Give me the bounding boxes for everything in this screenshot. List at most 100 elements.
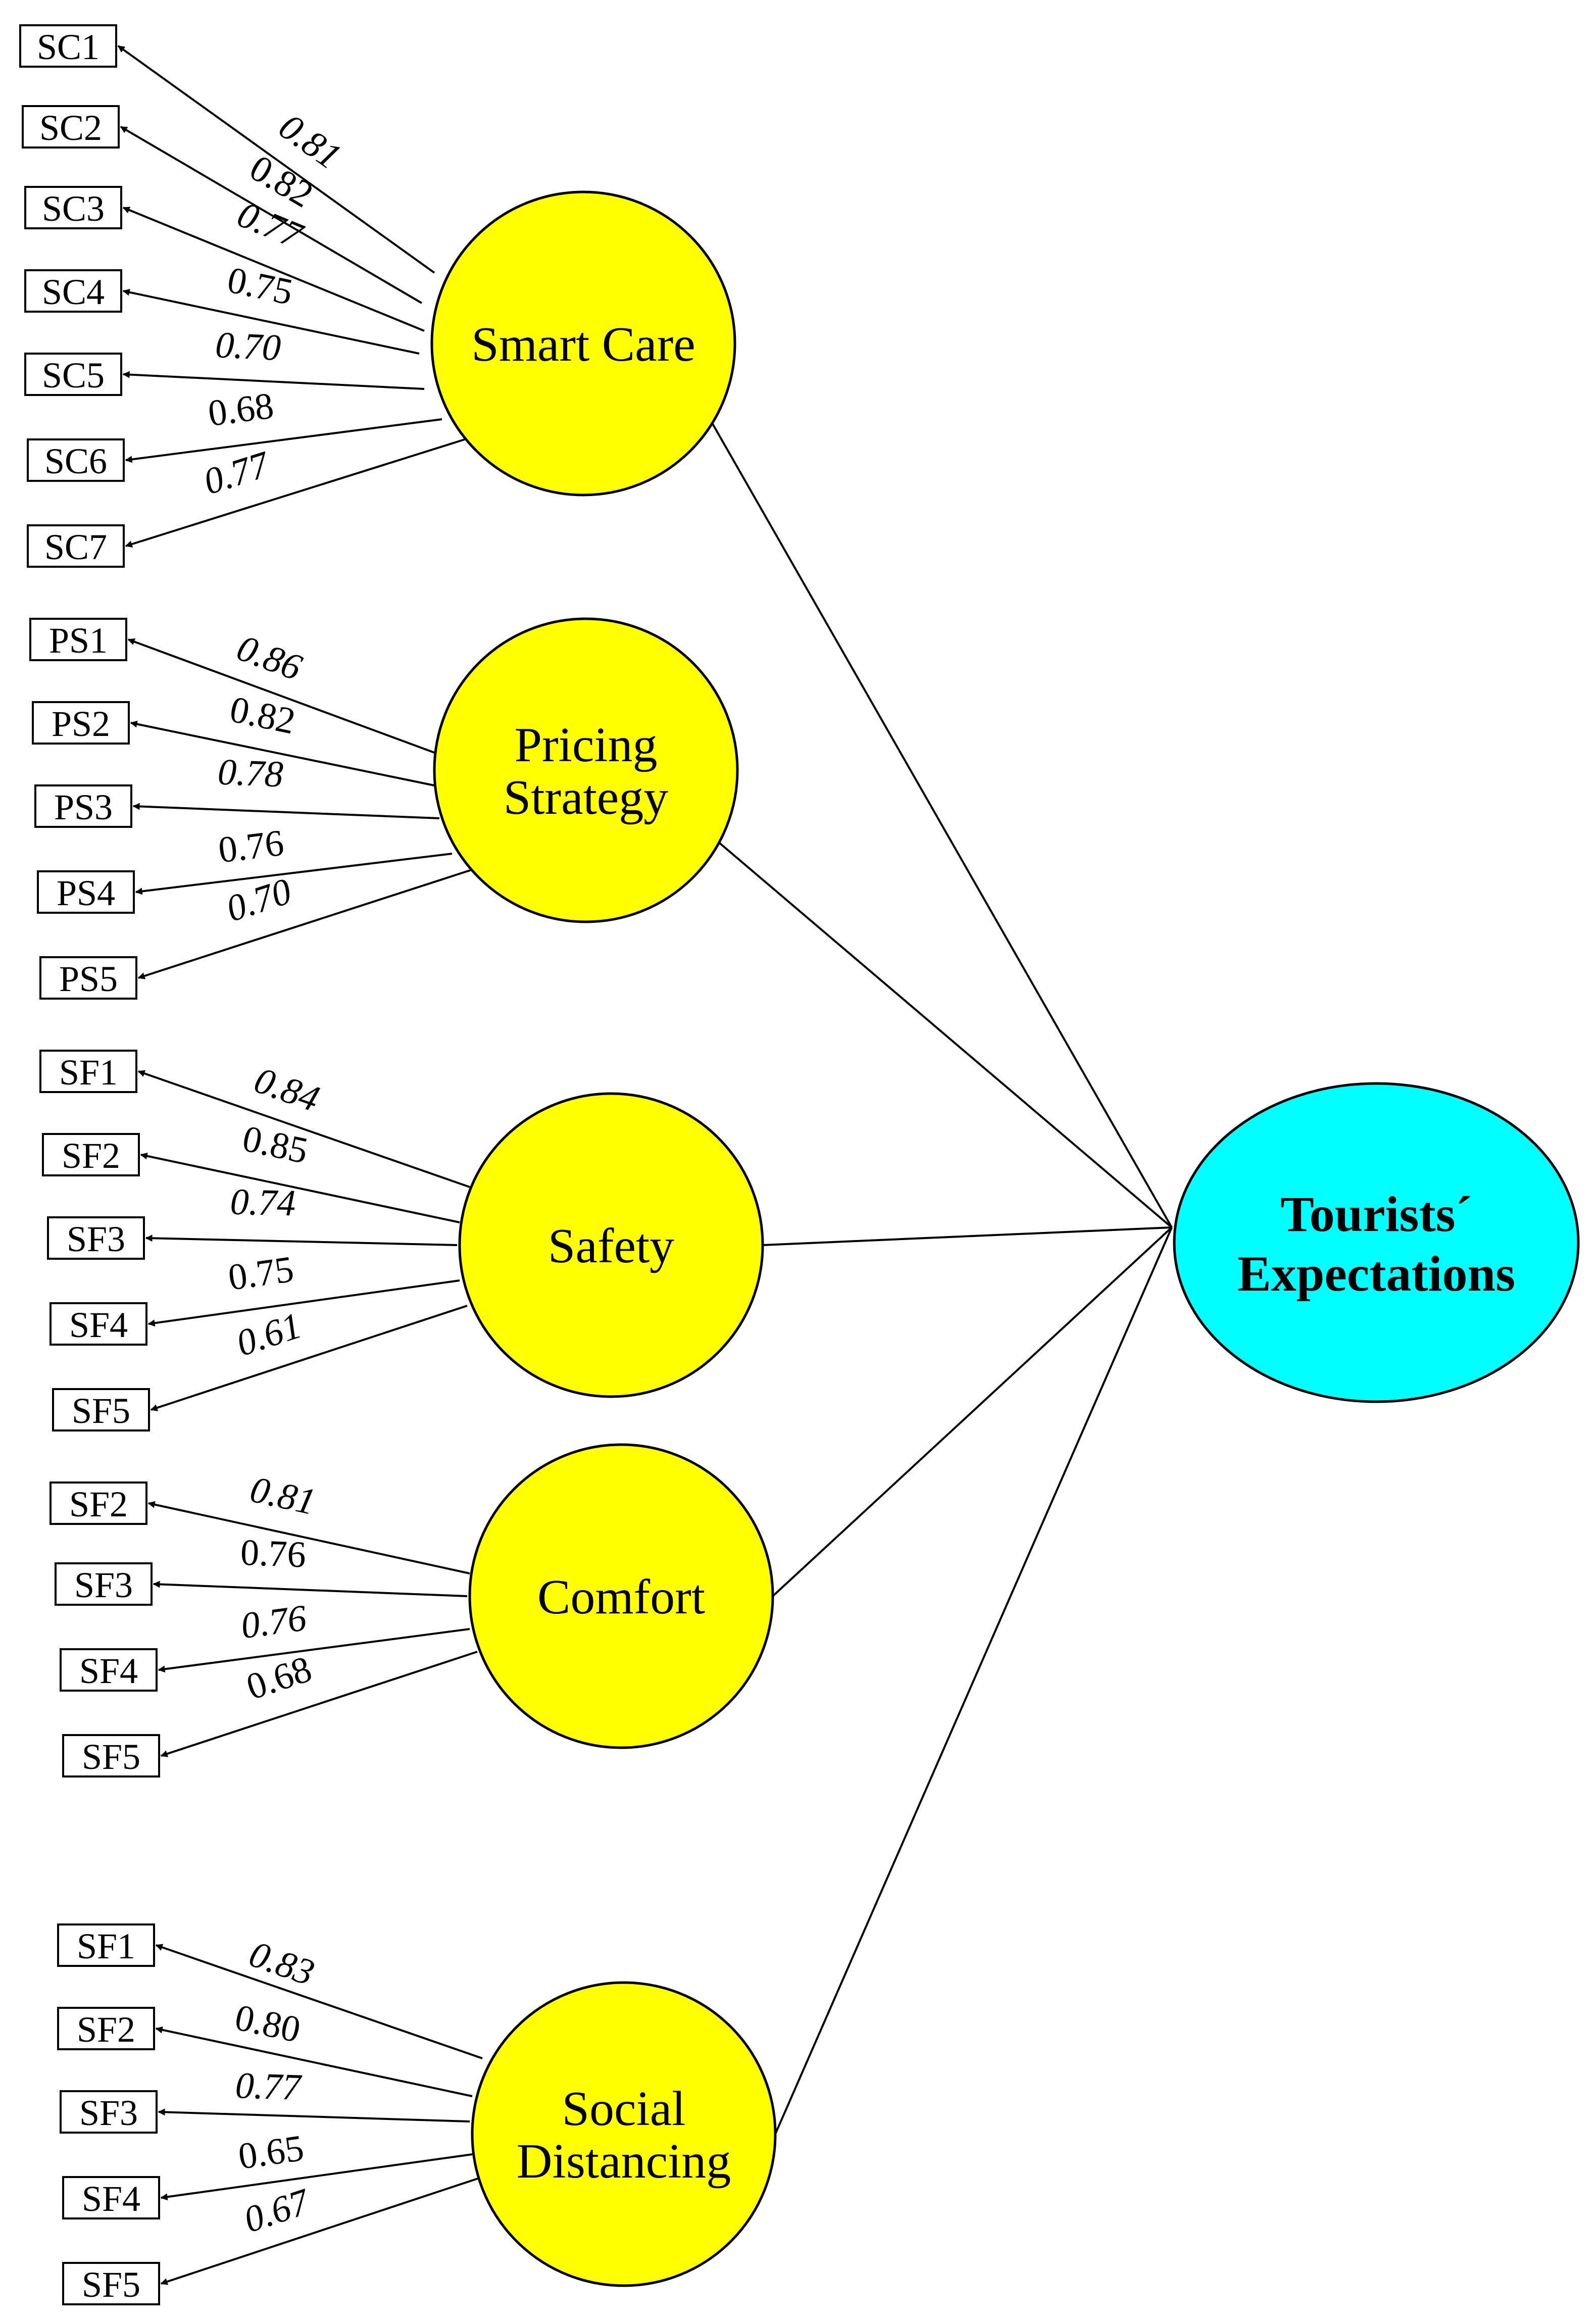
target-tourists-expectations: Tourists´Expectations bbox=[1173, 1082, 1580, 1403]
factor-social-distancing-circle bbox=[471, 1981, 777, 2287]
factor-safety: Safety bbox=[458, 1092, 764, 1398]
structural-paths bbox=[706, 414, 1173, 2135]
loading-arrow bbox=[140, 1152, 460, 1223]
indicator-box: SC2 bbox=[22, 105, 120, 149]
factor-pricing-strategy-label: Strategy bbox=[504, 770, 669, 825]
indicator-box-frame bbox=[24, 353, 122, 396]
indicator-box: SC1 bbox=[19, 24, 117, 68]
loading-value: 0.85 bbox=[239, 1118, 312, 1172]
indicator-box-frame bbox=[60, 1648, 158, 1692]
indicator-box: PS2 bbox=[32, 701, 130, 745]
indicator-label: SF4 bbox=[69, 1305, 128, 1345]
factor-smart-care-circle bbox=[430, 190, 736, 497]
loading-value: 0.65 bbox=[236, 2128, 307, 2178]
indicator-box-frame bbox=[27, 524, 125, 568]
loading-arrow bbox=[147, 1501, 470, 1574]
loading-value: 0.74 bbox=[230, 1181, 296, 1224]
indicator-box: SF4 bbox=[49, 1302, 147, 1346]
loading-arrow bbox=[150, 1305, 468, 1411]
indicator-box: SF3 bbox=[60, 2090, 158, 2134]
loading-arrow bbox=[132, 803, 440, 819]
target-label: Tourists´ bbox=[1280, 1186, 1472, 1242]
indicator-label: SF5 bbox=[82, 2264, 140, 2305]
factor-social-distancing-label: Distancing bbox=[517, 2134, 731, 2189]
loading-arrow bbox=[145, 1234, 458, 1246]
indicator-box-frame bbox=[24, 269, 122, 313]
loading-arrow bbox=[122, 288, 420, 355]
loading-arrow bbox=[160, 2176, 483, 2285]
factor-safety-circle bbox=[458, 1092, 764, 1398]
indicator-label: SF4 bbox=[82, 2179, 140, 2219]
indicator-box: SF3 bbox=[55, 1562, 153, 1606]
loading-value: 0.86 bbox=[231, 627, 307, 689]
loading-value: 0.84 bbox=[249, 1059, 324, 1120]
loading-arrow bbox=[122, 207, 425, 332]
indicator-box: PS1 bbox=[29, 618, 127, 661]
loading-value: 0.77 bbox=[199, 443, 275, 503]
indicator-box: PS3 bbox=[34, 784, 132, 828]
indicator-box: SF5 bbox=[52, 1388, 150, 1431]
indicator-label: PS2 bbox=[52, 704, 110, 744]
indicator-box-frame bbox=[37, 870, 135, 914]
factor-smart-care: Smart Care bbox=[430, 190, 736, 497]
indicator-label: SF3 bbox=[74, 1565, 133, 1605]
path-comfort-to-tourists-expectations bbox=[772, 1226, 1173, 1597]
indicator-box: SF2 bbox=[49, 1482, 147, 1525]
loading-arrow bbox=[125, 438, 465, 548]
indicator-label: PS1 bbox=[49, 620, 108, 661]
indicator-label: SF1 bbox=[59, 1052, 118, 1093]
loading-value: 0.76 bbox=[216, 822, 286, 871]
indicator-box: PS5 bbox=[39, 956, 137, 1000]
loading-arrow bbox=[160, 2153, 473, 2201]
loading-arrow bbox=[155, 1944, 483, 2059]
indicator-box-frame bbox=[49, 1302, 147, 1346]
indicator-label: SF1 bbox=[77, 1926, 135, 1966]
indicator-box: SC7 bbox=[27, 524, 125, 568]
indicator-box-frame bbox=[62, 1734, 160, 1777]
loading-arrow bbox=[160, 1651, 478, 1757]
loading-arrow bbox=[120, 126, 423, 304]
indicator-label: SC6 bbox=[44, 441, 107, 481]
indicator-box-frame bbox=[62, 2176, 160, 2219]
path-safety-to-tourists-expectations bbox=[762, 1226, 1172, 1246]
loading-value: 0.78 bbox=[217, 751, 284, 795]
indicator-box-frame bbox=[42, 1133, 140, 1176]
indicator-box-frame bbox=[29, 618, 127, 661]
indicator-box: SF2 bbox=[42, 1133, 140, 1176]
loading-arrow bbox=[127, 638, 435, 754]
indicator-label: SF4 bbox=[79, 1651, 138, 1691]
loading-arrow bbox=[153, 1581, 468, 1597]
loading-arrow bbox=[117, 45, 435, 274]
loading-value: 0.82 bbox=[226, 688, 298, 742]
loading-arrow bbox=[135, 853, 453, 895]
indicator-label: SC2 bbox=[39, 108, 102, 148]
loading-arrow bbox=[130, 720, 435, 786]
indicator-label: SF5 bbox=[82, 1737, 140, 1777]
indicator-label: SC5 bbox=[42, 355, 105, 396]
loading-value: 0.61 bbox=[231, 1305, 307, 1364]
loading-value: 0.75 bbox=[224, 259, 296, 313]
indicator-label: SC1 bbox=[37, 27, 99, 67]
loading-arrow bbox=[125, 418, 442, 463]
indicator-label: SF2 bbox=[77, 2009, 135, 2050]
factor-pricing-strategy-label: Pricing bbox=[514, 718, 657, 772]
indicator-box-frame bbox=[24, 186, 122, 229]
factor-comfort-circle bbox=[468, 1443, 774, 1749]
loading-labels: 0.810.820.770.750.700.680.770.860.820.78… bbox=[199, 106, 349, 2241]
loading-value: 0.81 bbox=[246, 1469, 319, 1523]
indicator-box-frame bbox=[52, 1388, 150, 1431]
indicator-box: SC3 bbox=[24, 186, 122, 229]
indicator-box: SC6 bbox=[27, 438, 125, 482]
indicator-box-frame bbox=[27, 438, 125, 482]
loading-value: 0.77 bbox=[235, 2065, 303, 2108]
loading-value: 0.70 bbox=[214, 324, 281, 369]
indicator-box-frame bbox=[39, 956, 137, 1000]
indicator-label: PS5 bbox=[59, 959, 118, 999]
loading-arrow bbox=[155, 2026, 473, 2097]
indicator-box: PS4 bbox=[37, 870, 135, 914]
factor-safety-label: Safety bbox=[548, 1219, 674, 1273]
indicator-box-frame bbox=[62, 2262, 160, 2305]
